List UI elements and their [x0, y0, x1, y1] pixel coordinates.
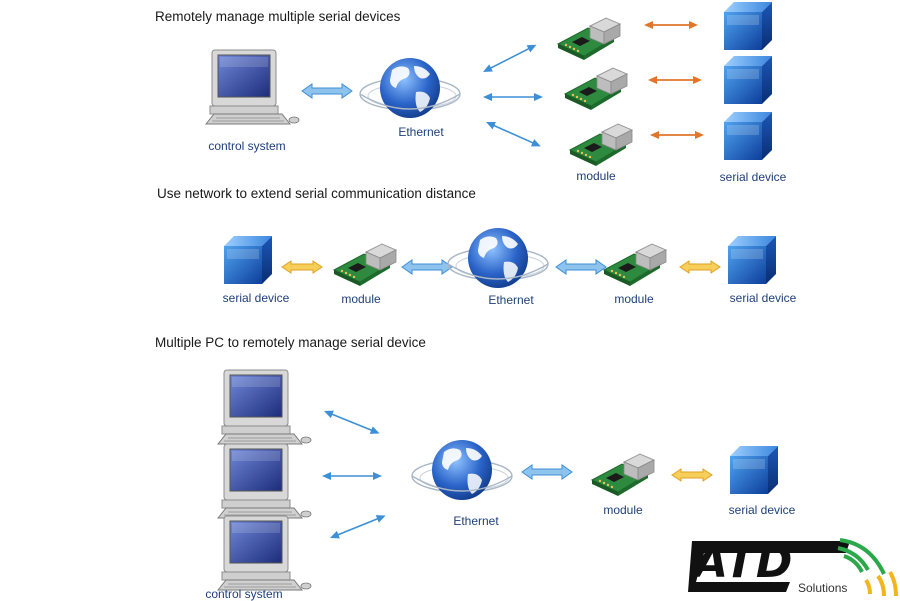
label-module: module: [603, 503, 643, 517]
double-arrow-icon: [483, 117, 544, 151]
double-arrow-icon: [321, 471, 383, 481]
double-arrow-icon: [649, 130, 705, 140]
heading-scenario-2: Use network to extend serial communicati…: [157, 186, 476, 201]
label-control-system: control system: [205, 587, 283, 601]
double-arrow-icon: [647, 75, 703, 85]
serial-device-cube-icon: [728, 236, 776, 284]
serial-module-icon: [333, 243, 397, 287]
double-arrow-icon: [301, 83, 353, 99]
globe-icon: [447, 227, 549, 289]
label-serial-device: serial device: [222, 291, 290, 305]
logo-wordmark: ATD: [694, 537, 794, 588]
serial-device-cube-icon: [724, 56, 772, 104]
double-arrow-icon: [521, 464, 573, 480]
label-ethernet: Ethernet: [398, 125, 444, 139]
heading-scenario-3: Multiple PC to remotely manage serial de…: [155, 335, 426, 350]
label-ethernet: Ethernet: [488, 293, 534, 307]
monitor-pc-icon: [217, 443, 312, 519]
monitor-pc-icon: [217, 369, 312, 445]
serial-module-icon: [603, 243, 667, 287]
double-arrow-icon: [671, 468, 713, 482]
serial-device-cube-icon: [724, 2, 772, 50]
serial-module-icon: [557, 17, 621, 61]
label-module: module: [614, 292, 654, 306]
monitor-pc-icon: [205, 49, 300, 125]
double-arrow-icon: [555, 259, 607, 275]
double-arrow-icon: [327, 511, 388, 543]
double-arrow-icon: [643, 20, 699, 30]
double-arrow-icon: [679, 260, 721, 274]
serial-module-icon: [564, 67, 628, 111]
double-arrow-icon: [482, 92, 544, 102]
double-arrow-icon: [401, 259, 453, 275]
atd-logo-icon: [688, 538, 898, 597]
label-control-system: control system: [208, 139, 286, 153]
double-arrow-icon: [321, 406, 382, 438]
heading-scenario-1: Remotely manage multiple serial devices: [155, 9, 401, 24]
serial-device-cube-icon: [730, 446, 778, 494]
serial-device-cube-icon: [724, 112, 772, 160]
label-serial-device: serial device: [729, 291, 797, 305]
serial-module-icon: [591, 453, 655, 497]
label-serial-device: serial device: [719, 170, 787, 184]
double-arrow-icon: [480, 40, 540, 77]
double-arrow-icon: [281, 260, 323, 274]
atd-logo: ATD Solutions: [690, 537, 900, 600]
label-module: module: [341, 292, 381, 306]
label-ethernet: Ethernet: [453, 514, 499, 528]
serial-device-cube-icon: [224, 236, 272, 284]
monitor-pc-icon: [217, 515, 312, 591]
globe-icon: [411, 439, 513, 501]
label-serial-device: serial device: [728, 503, 796, 517]
label-module: module: [576, 169, 616, 183]
globe-icon: [359, 57, 461, 119]
logo-subtitle: Solutions: [798, 581, 848, 595]
serial-module-icon: [569, 123, 633, 167]
